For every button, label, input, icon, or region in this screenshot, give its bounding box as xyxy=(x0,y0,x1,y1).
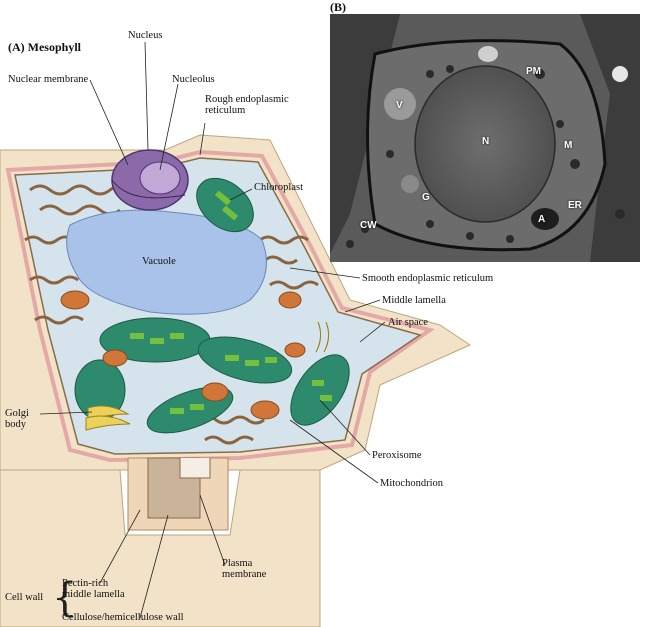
label-air-space: Air space xyxy=(388,317,428,328)
tag-er: ER xyxy=(568,200,582,211)
label-peroxisome: Peroxisome xyxy=(372,450,422,461)
leader-lines xyxy=(39,41,386,619)
label-mitochondrion: Mitochondrion xyxy=(380,478,443,489)
nucleus-shape xyxy=(111,149,189,211)
label-nucleus: Nucleus xyxy=(128,30,163,41)
label-nucleolus: Nucleolus xyxy=(172,74,215,85)
electron-micrograph: PM V N M G ER CW A xyxy=(330,14,640,262)
tag-n: N xyxy=(482,136,490,147)
vacuole-shape xyxy=(66,209,267,315)
label-cellulose: Cellulose/hemicellulose wall xyxy=(62,612,184,623)
panel-b-title: (B) xyxy=(330,0,346,14)
panel-a-title: (A) Mesophyll xyxy=(8,40,81,54)
plasma-membrane-cut xyxy=(179,458,211,479)
label-rough-er: Rough endoplasmic reticulum xyxy=(205,94,289,116)
label-smooth-er: Smooth endoplasmic reticulum xyxy=(362,273,494,284)
tag-g: G xyxy=(422,192,430,203)
thylakoids xyxy=(130,190,332,414)
tag-pm: PM xyxy=(526,66,541,77)
micrograph-art xyxy=(330,14,640,262)
middle-lamella-band xyxy=(5,149,435,463)
tag-cw: CW xyxy=(360,220,377,231)
tag-m: M xyxy=(564,140,573,151)
label-vacuole: Vacuole xyxy=(142,256,176,267)
tag-a: A xyxy=(538,214,546,225)
golgi-bodies xyxy=(85,321,330,431)
label-chloroplast: Chloroplast xyxy=(254,182,303,193)
label-nuclear-membrane: Nuclear membrane xyxy=(8,74,89,85)
mitochondria xyxy=(60,290,306,420)
label-plasma-membrane: Plasma membrane xyxy=(222,558,267,580)
label-pectin: Pectin-rich middle lamella xyxy=(62,578,125,600)
label-cell-wall: Cell wall xyxy=(5,592,44,603)
rough-er-network xyxy=(24,184,319,445)
label-middle-lamella: Middle lamella xyxy=(382,295,446,306)
cell-wall-brace: { xyxy=(52,575,78,621)
tag-v: V xyxy=(396,100,403,111)
label-golgi: Golgi body xyxy=(5,408,29,430)
